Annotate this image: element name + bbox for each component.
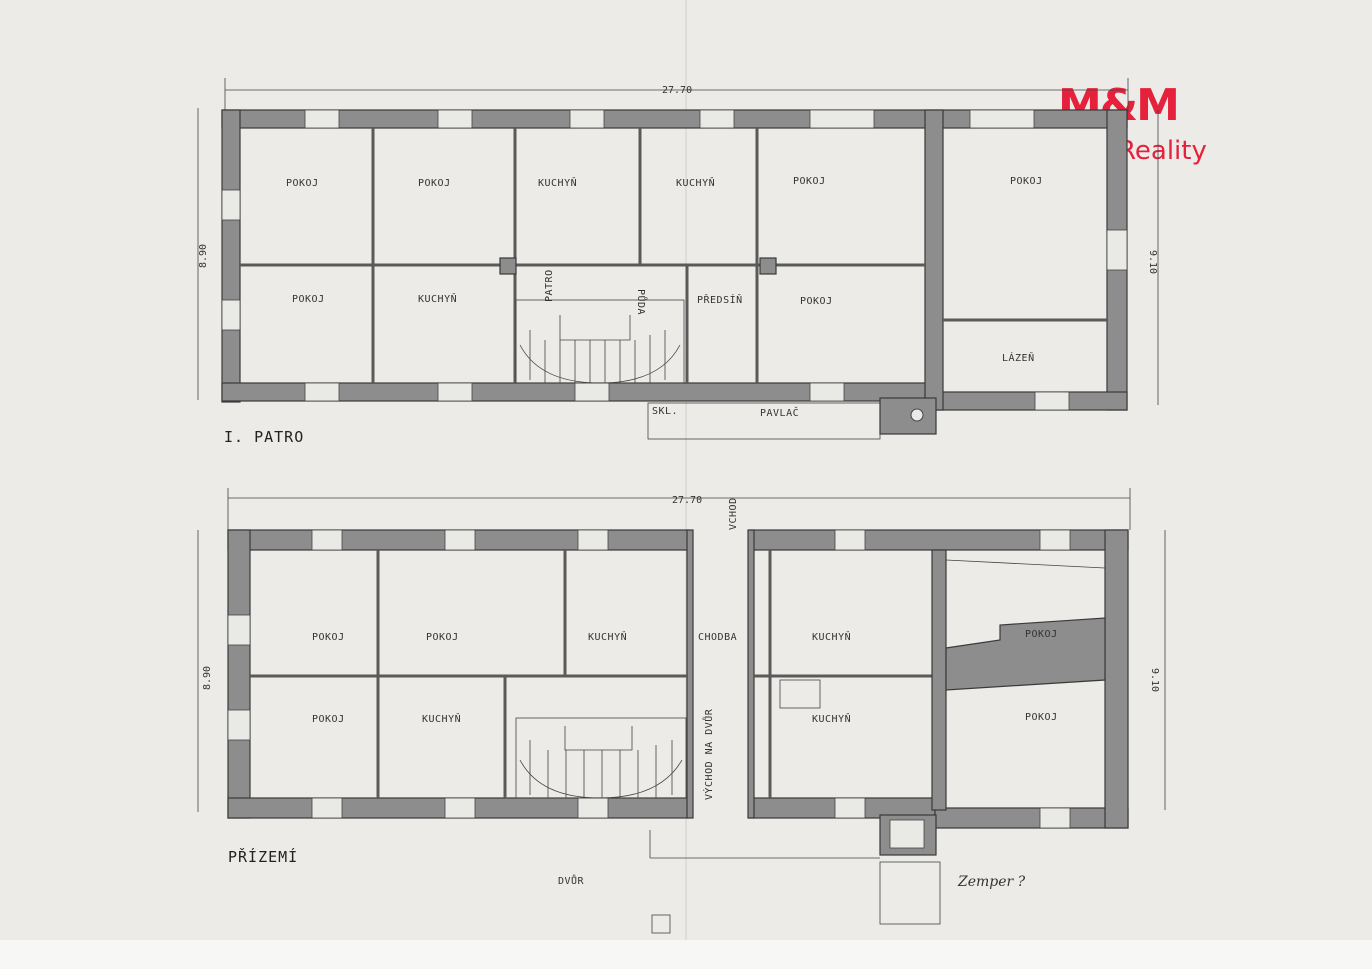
ground-room-label: POKOJ	[1025, 712, 1058, 723]
upper-dim-left: 8.90	[198, 244, 209, 268]
ground-room-label: KUCHYŇ	[812, 712, 851, 725]
ground-floor-title: PŘÍZEMÍ	[228, 847, 298, 866]
upper-room-label: POKOJ	[800, 296, 833, 307]
handwritten-signature: Zemper ?	[957, 874, 1026, 890]
upper-room-label: PŘEDSÍŇ	[697, 293, 743, 306]
upper-room-label: POKOJ	[418, 178, 451, 189]
ground-room-label: POKOJ	[426, 632, 459, 643]
ground-dim-left: 8.90	[202, 666, 213, 690]
upper-room-label: KUCHYŇ	[418, 292, 457, 305]
ground-room-label: POKOJ	[1025, 629, 1058, 640]
upper-gallery-label: PAVLAČ	[760, 406, 799, 419]
upper-room-label: POKOJ	[286, 178, 319, 189]
ground-dim-right: 9.10	[1149, 668, 1160, 692]
ground-room-label: CHODBA	[698, 632, 737, 643]
upper-room-label: POKOJ	[1010, 176, 1043, 187]
upper-dim-right: 9.10	[1147, 250, 1158, 274]
ground-room-label: POKOJ	[312, 714, 345, 725]
upper-floor-plan: 27.70 8.90 9.10	[197, 78, 1159, 446]
upper-room-label: POKOJ	[292, 294, 325, 305]
upper-room-label: LÁZEŇ	[1002, 351, 1035, 364]
upper-floor-title: I. PATRO	[224, 428, 304, 446]
ground-room-label: KUCHYŇ	[812, 630, 851, 643]
upper-room-label: KUCHYŇ	[538, 176, 577, 189]
upper-stair-down: PŮDA	[635, 289, 648, 315]
upper-stair-up: PATRO	[544, 269, 555, 302]
upper-room-label: POKOJ	[793, 176, 826, 187]
ground-entrance-label: VCHOD	[728, 497, 739, 530]
upper-staircase	[515, 299, 685, 384]
ground-dim-width: 27.70	[672, 495, 702, 506]
ground-room-label: POKOJ	[312, 632, 345, 643]
ground-floor-plan: 27.70 8.90 9.10	[197, 488, 1166, 934]
upper-storage-label: SKL.	[652, 406, 678, 417]
ground-yard-label: DVŮR	[558, 874, 585, 887]
ground-yard-exit-label: VÝCHOD NA DVŮR	[702, 708, 715, 800]
upper-dim-width: 27.70	[662, 85, 692, 96]
upper-room-label: KUCHYŇ	[676, 176, 715, 189]
logo-sub: Reality	[1118, 136, 1207, 166]
ground-staircase	[515, 717, 687, 799]
ground-room-label: KUCHYŇ	[422, 712, 461, 725]
ground-room-label: KUCHYŇ	[588, 630, 627, 643]
